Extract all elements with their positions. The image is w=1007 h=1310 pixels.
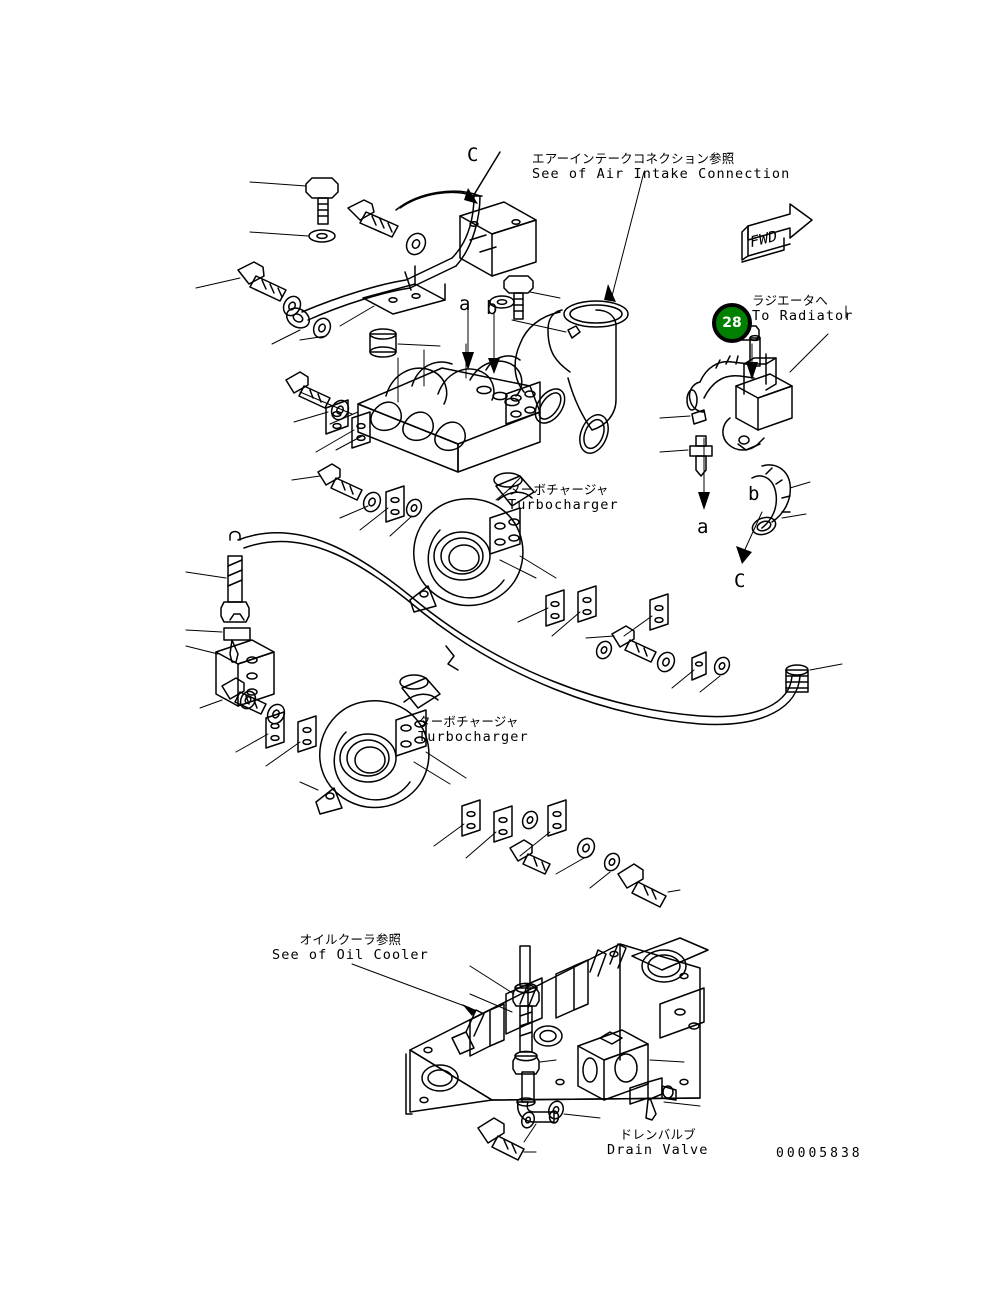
callout-c-top-left: C bbox=[467, 144, 479, 166]
oil-cooler-note: オイルクーラ参照 See of Oil Cooler bbox=[272, 932, 429, 964]
callout-a-right: a bbox=[697, 516, 709, 538]
lower-left-fastener-column bbox=[199, 677, 317, 767]
lower-center-fastener-group bbox=[433, 799, 681, 908]
turbocharger-lower bbox=[299, 674, 467, 815]
turbocharger-upper-label-en: Turbocharger bbox=[508, 496, 619, 513]
sheet-part-number: 00005838 bbox=[776, 1146, 863, 1161]
oil-supply-tube bbox=[185, 530, 843, 726]
turbocharger-upper-label: ターボチャージャ Turbocharger bbox=[508, 482, 619, 514]
drain-valve-label-en: Drain Valve bbox=[607, 1141, 709, 1158]
callout-c-right: C bbox=[734, 570, 746, 592]
radiator-hose-group bbox=[659, 325, 829, 536]
to-radiator-note-jp: ラジエータへ bbox=[752, 293, 828, 308]
air-intake-connection-note: エアーインテークコネクション参照 See of Air Intake Conne… bbox=[532, 151, 791, 183]
turbocharger-lower-label-jp: ターボチャージャ bbox=[418, 714, 519, 729]
upper-left-hardware-group bbox=[195, 177, 561, 358]
upper-mount-bracket bbox=[459, 201, 537, 277]
drain-valve-label-jp: ドレンバルブ bbox=[619, 1127, 696, 1142]
callout-b-top-middle: b bbox=[486, 297, 498, 319]
left-fastener-column bbox=[285, 371, 423, 537]
air-intake-connection-note-jp: エアーインテークコネクション参照 bbox=[532, 151, 735, 166]
to-radiator-note-en: To Radiator bbox=[752, 307, 854, 324]
turbocharger-upper bbox=[409, 472, 557, 613]
to-radiator-note: ラジエータへ To Radiator bbox=[752, 293, 854, 325]
item-marker-28[interactable]: 28 bbox=[712, 303, 752, 343]
oil-cooler-note-en: See of Oil Cooler bbox=[272, 946, 429, 963]
drain-valve-label: ドレンバルブ Drain Valve bbox=[607, 1127, 709, 1159]
oil-cooler-mount-assembly bbox=[351, 937, 709, 1161]
turbocharger-lower-label: ターボチャージャ Turbocharger bbox=[418, 714, 529, 746]
callout-arrows bbox=[462, 151, 763, 564]
air-intake-connection-note-en: See of Air Intake Connection bbox=[532, 165, 791, 182]
item-marker-28-label: 28 bbox=[722, 315, 742, 331]
exhaust-manifold-assembly bbox=[299, 343, 541, 473]
note-leader-lines bbox=[495, 171, 847, 501]
turbocharger-lower-label-en: Turbocharger bbox=[418, 728, 529, 745]
air-intake-elbow bbox=[511, 300, 629, 454]
fwd-plaque bbox=[741, 203, 813, 263]
callout-a-top-middle: a bbox=[459, 293, 471, 315]
callout-b-right: b bbox=[748, 483, 760, 505]
oil-cooler-note-jp: オイルクーラ参照 bbox=[299, 932, 402, 947]
turbocharger-upper-label-jp: ターボチャージャ bbox=[508, 482, 609, 497]
